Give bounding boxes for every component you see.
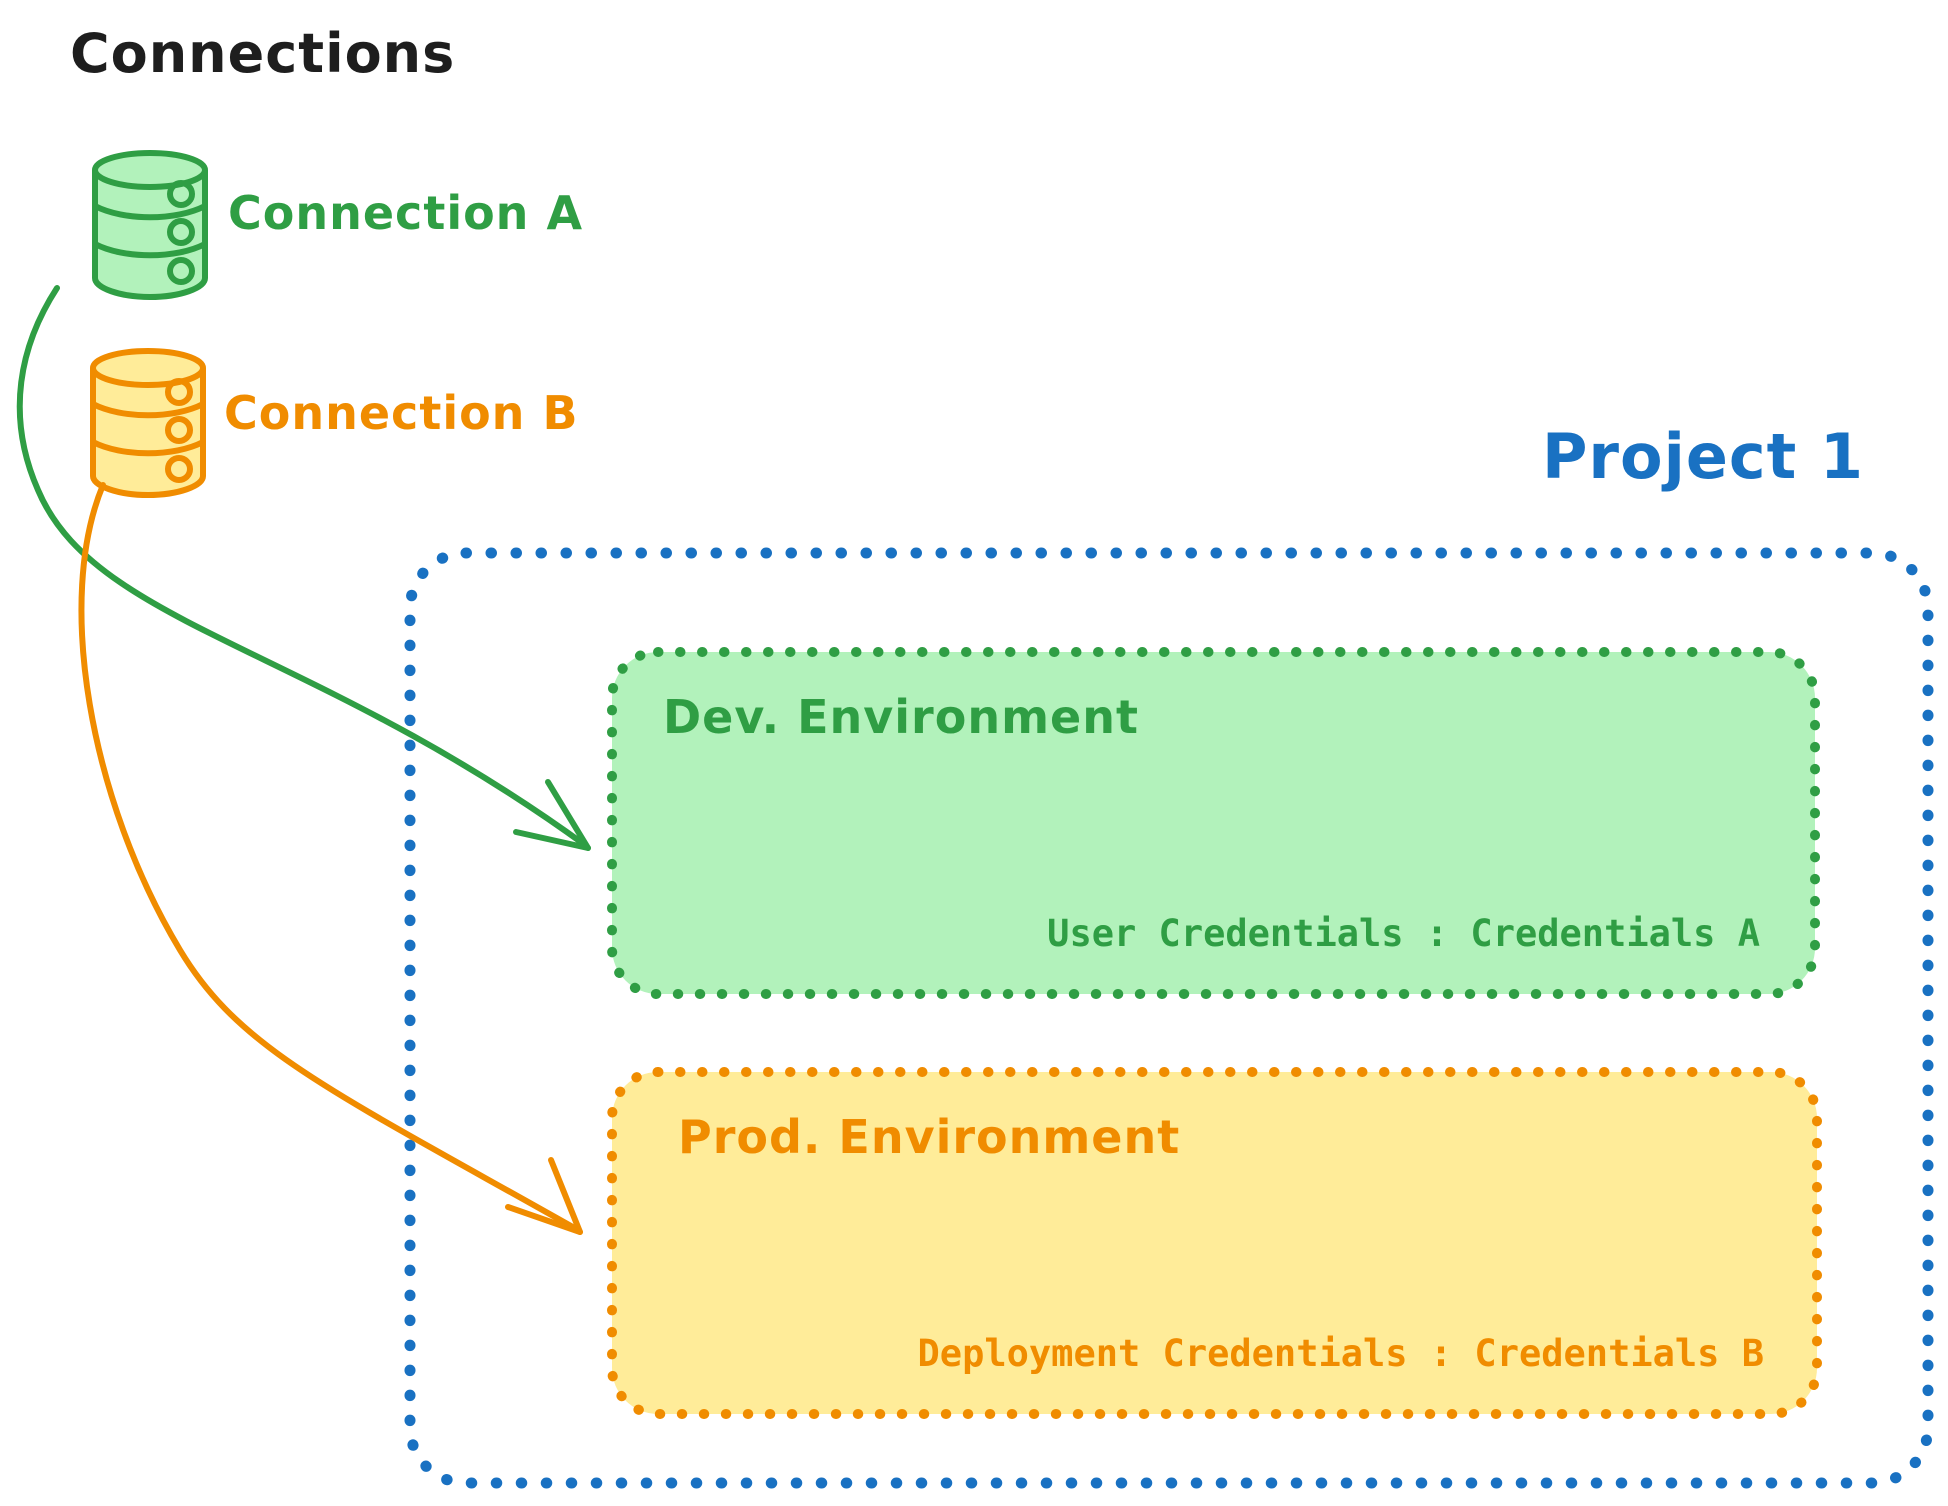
diagram-title: Connections (70, 22, 456, 85)
connection-b-label: Connection B (224, 386, 579, 440)
prod-environment-title: Prod. Environment (678, 1110, 1181, 1164)
connection-b-to-prod-arrow (78, 482, 583, 1235)
prod-environment-credentials: Deployment Credentials : Credentials B (917, 1332, 1764, 1375)
prod-environment-box (607, 1067, 1822, 1419)
project-1-title: Project 1 (1541, 420, 1864, 493)
project-1-box (404, 547, 1934, 1489)
connection-b-database-icon (90, 348, 206, 498)
dev-environment-title: Dev. Environment (663, 690, 1139, 744)
connection-a-label: Connection A (228, 186, 584, 240)
dev-environment-credentials: User Credentials : Credentials A (1047, 912, 1760, 955)
dev-environment-box (607, 647, 1820, 999)
connection-a-database-icon (92, 150, 208, 300)
